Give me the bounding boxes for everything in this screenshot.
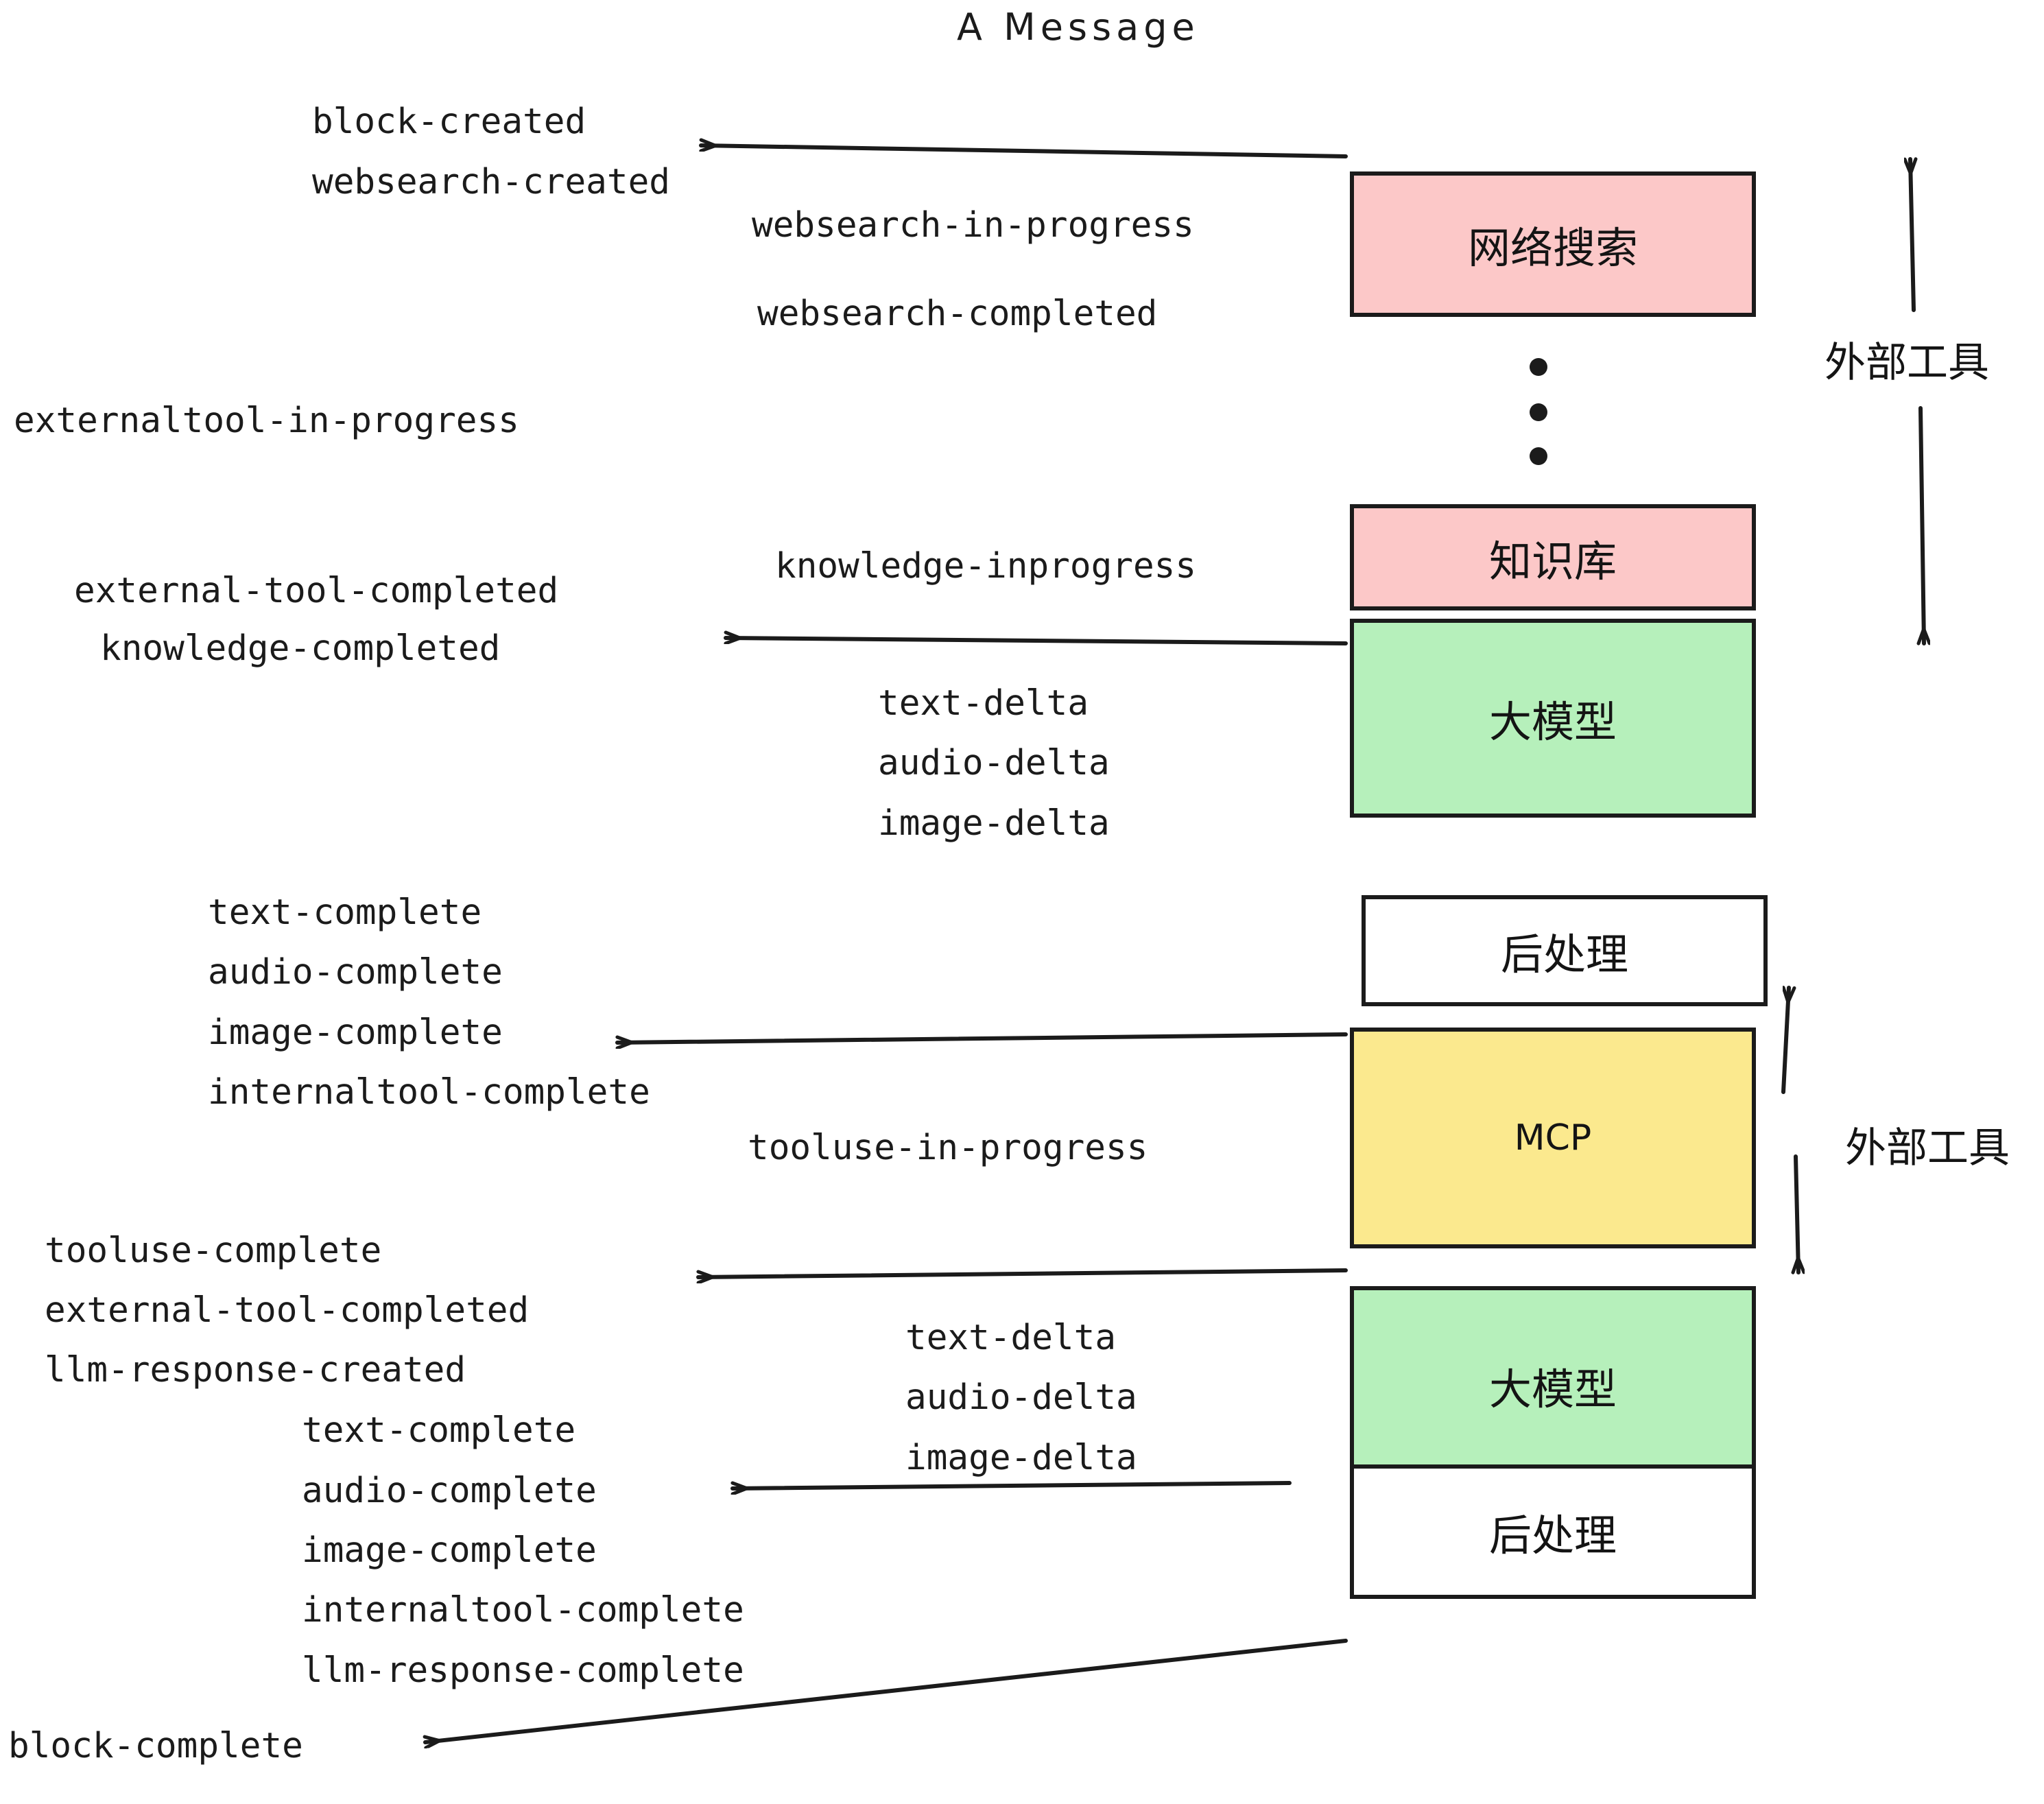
arrow-knowledge-to-events bbox=[724, 638, 1348, 645]
event-label-audio-complete-2: audio-complete bbox=[302, 1471, 597, 1511]
ellipsis-dot-icon bbox=[1530, 447, 1547, 465]
event-label-tooluse-complete: tooluse-complete bbox=[45, 1231, 382, 1271]
node-websearch[interactable]: 网络搜索 bbox=[1350, 171, 1756, 317]
arrow-llm2-to-audio bbox=[730, 1481, 1292, 1488]
event-label-text-complete-2: text-complete bbox=[302, 1410, 576, 1451]
event-label-audio-delta-2: audio-delta bbox=[905, 1377, 1137, 1418]
event-label-internaltool-complete-1: internaltool-complete bbox=[208, 1072, 650, 1113]
node-postproc-2[interactable]: 后处理 bbox=[1350, 1464, 1756, 1599]
node-llm-1[interactable]: 大模型 bbox=[1350, 619, 1756, 818]
side-label-external-tools-bottom: 外部工具 bbox=[1845, 1124, 2010, 1172]
event-label-image-complete-1: image-complete bbox=[208, 1012, 503, 1053]
side-label-external-tools-top: 外部工具 bbox=[1825, 339, 1989, 387]
page-title: A Message bbox=[957, 5, 1200, 49]
event-label-image-delta-1: image-delta bbox=[878, 803, 1110, 844]
event-label-websearch-completed: websearch-completed bbox=[757, 294, 1158, 334]
event-label-text-delta-2: text-delta bbox=[905, 1318, 1117, 1358]
event-label-internaltool-complete-2: internaltool-complete bbox=[302, 1590, 744, 1630]
event-label-knowledge-inprogress: knowledge-inprogress bbox=[775, 546, 1197, 586]
event-label-block-created: block-created bbox=[312, 102, 586, 142]
event-label-externaltool-in-progress: externaltool-in-progress bbox=[14, 401, 519, 441]
node-knowledge[interactable]: 知识库 bbox=[1350, 504, 1756, 610]
ellipsis-dot-icon bbox=[1530, 403, 1547, 421]
event-label-tooluse-in-progress: tooluse-in-progress bbox=[748, 1128, 1148, 1168]
node-llm-2[interactable]: 大模型 bbox=[1350, 1286, 1756, 1485]
arrow-external-down-bottom bbox=[1796, 1154, 1798, 1274]
event-label-audio-complete-1: audio-complete bbox=[208, 952, 503, 993]
node-mcp[interactable]: MCP bbox=[1350, 1028, 1756, 1248]
event-label-websearch-in-progress: websearch-in-progress bbox=[752, 205, 1194, 246]
event-label-knowledge-completed: knowledge-completed bbox=[100, 628, 501, 669]
event-label-image-complete-2: image-complete bbox=[302, 1530, 597, 1571]
event-label-llm-response-created: llm-response-created bbox=[45, 1350, 466, 1390]
arrow-external-up-bottom bbox=[1781, 986, 1789, 1094]
arrow-external-up-top bbox=[1910, 157, 1914, 312]
arrow-mcp-to-events bbox=[615, 1032, 1348, 1043]
node-postproc-1[interactable]: 后处理 bbox=[1362, 895, 1768, 1006]
event-label-external-tool-completed-2: external-tool-completed bbox=[45, 1290, 530, 1331]
event-label-external-tool-completed-1: external-tool-completed bbox=[74, 571, 559, 611]
event-label-text-complete-1: text-complete bbox=[208, 892, 482, 933]
event-label-text-delta-1: text-delta bbox=[878, 683, 1089, 724]
ellipsis-dot-icon bbox=[1530, 358, 1547, 376]
arrow-external-down-top bbox=[1921, 406, 1924, 645]
event-label-image-delta-2: image-delta bbox=[905, 1438, 1137, 1478]
event-label-llm-response-complete: llm-response-complete bbox=[302, 1650, 744, 1691]
arrow-websearch-to-events bbox=[699, 145, 1348, 158]
event-label-audio-delta-1: audio-delta bbox=[878, 743, 1110, 783]
event-label-websearch-created: websearch-created bbox=[312, 162, 670, 202]
event-label-block-complete: block-complete bbox=[8, 1726, 303, 1766]
arrow-mcp-to-tooluse bbox=[696, 1268, 1348, 1277]
